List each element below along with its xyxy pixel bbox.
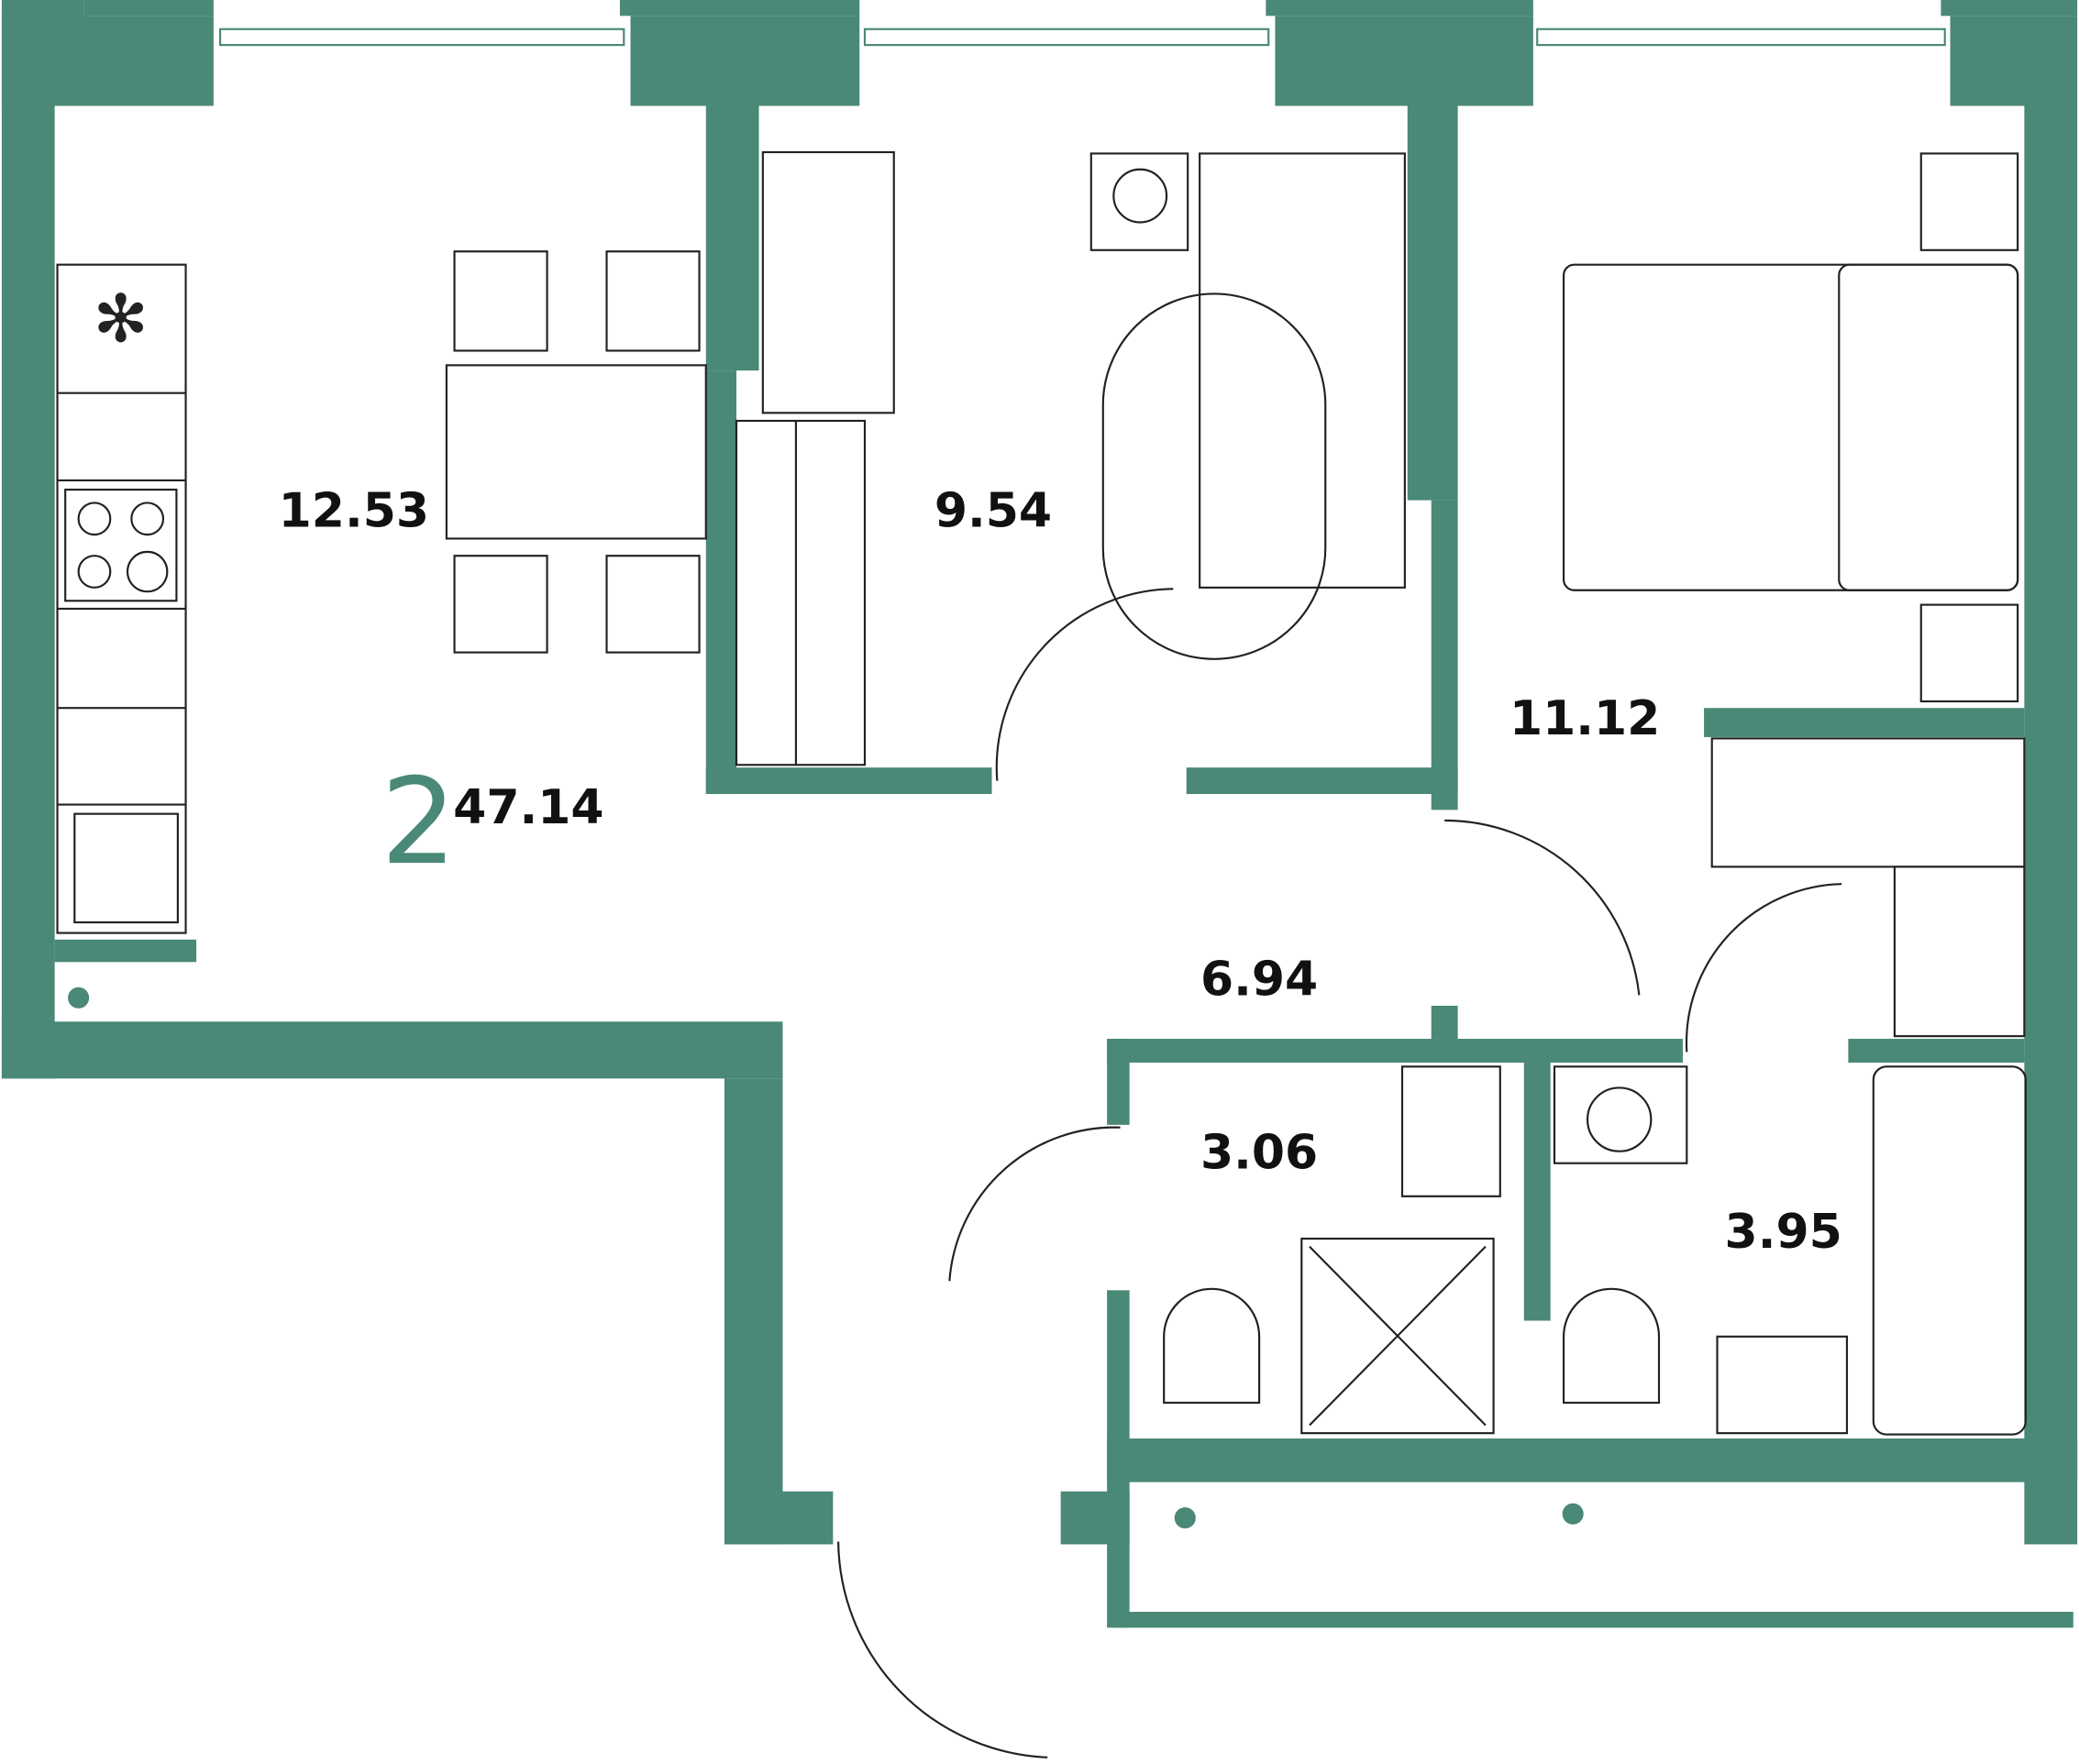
area-kitchen: 12.53 — [279, 483, 429, 538]
entrance-door — [837, 1541, 1048, 1758]
snowflake-icon: ✻ — [94, 282, 149, 356]
washing-machine-icon — [1553, 1065, 1688, 1164]
area-bedroom-large: 11.12 — [1509, 691, 1660, 746]
dining-table — [445, 364, 707, 540]
door — [1444, 819, 1641, 996]
sink-icon — [73, 812, 179, 924]
stove-icon — [64, 488, 178, 602]
walls — [1, 0, 2078, 1628]
bed-large — [1562, 263, 2019, 591]
rooms-count: 2 — [381, 752, 457, 891]
kitchen-counter — [56, 263, 187, 934]
windows — [218, 28, 1946, 47]
washer-icon — [1089, 152, 1189, 251]
bathtub-icon — [1872, 1065, 2027, 1436]
door — [1685, 883, 1842, 1053]
area-bathroom-shower: 3.06 — [1200, 1125, 1318, 1180]
door — [995, 588, 1174, 781]
area-bathroom-tub: 3.95 — [1725, 1205, 1842, 1260]
sink-icon — [1400, 1065, 1501, 1197]
wardrobe — [735, 419, 867, 766]
wardrobe-large — [1710, 737, 2026, 868]
desk — [761, 150, 895, 414]
area-bedroom-small: 9.54 — [934, 483, 1052, 538]
furniture: ✻ — [56, 150, 2027, 1758]
area-hall: 6.94 — [1200, 952, 1318, 1007]
area-labels: 12.53 9.54 11.12 6.94 3.06 3.95 2 47.14 — [279, 483, 1842, 1260]
rug — [1101, 292, 1327, 660]
toilet-icon — [1562, 1287, 1661, 1405]
shower-icon — [1300, 1237, 1495, 1435]
door — [948, 1126, 1121, 1282]
toilet-icon — [1163, 1287, 1261, 1405]
bed-small — [1199, 152, 1406, 589]
total-area: 47.14 — [453, 780, 603, 835]
sink-icon — [1716, 1335, 1849, 1435]
